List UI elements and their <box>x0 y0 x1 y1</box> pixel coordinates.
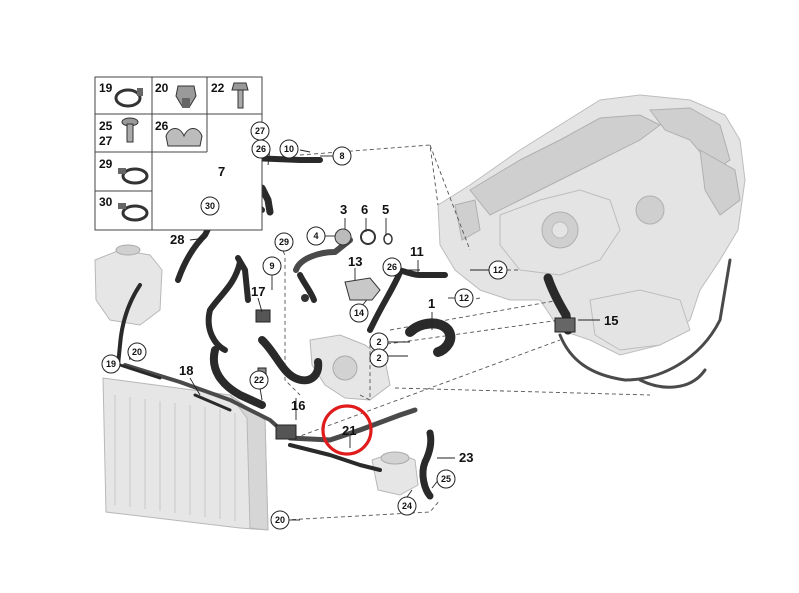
legend-cell-22: 22 <box>211 81 249 109</box>
highlight-circle <box>321 404 373 456</box>
callout-12b-text: 12 <box>459 293 469 303</box>
callout-26b-text: 26 <box>387 262 397 272</box>
callout-26b: 26 <box>382 257 402 277</box>
legend-cell-26: 26 <box>155 119 203 147</box>
callout-22: 22 <box>249 370 269 390</box>
legend-label-30: 30 <box>99 195 113 209</box>
parts-legend: 19 20 22 25 27 <box>94 76 263 231</box>
callout-20b-text: 20 <box>275 515 285 525</box>
callout-19-text: 19 <box>106 359 116 369</box>
label-18: 18 <box>179 363 193 378</box>
callout-8-text: 8 <box>339 151 344 161</box>
callout-27: 27 <box>250 121 270 141</box>
callout-2a: 2 <box>369 332 389 352</box>
hose-clamp-icon <box>118 167 149 185</box>
callout-9-text: 9 <box>269 261 274 271</box>
callout-4-text: 4 <box>313 231 318 241</box>
legend-label-26: 26 <box>155 119 169 133</box>
callout-20b: 20 <box>270 510 290 530</box>
label-11: 11 <box>410 244 424 259</box>
circled-callouts: 27 26 10 8 30 29 4 9 26 12 12 14 2 2 19 … <box>101 121 508 530</box>
label-28: 28 <box>170 232 184 247</box>
callout-19: 19 <box>101 354 121 374</box>
label-17: 17 <box>251 284 265 299</box>
label-23: 23 <box>459 450 473 465</box>
callout-29: 29 <box>274 232 294 252</box>
bolt-icon <box>231 82 249 109</box>
legend-cell-25-27: 25 27 <box>99 117 139 148</box>
label-15: 15 <box>604 313 618 328</box>
callout-14-text: 14 <box>354 308 364 318</box>
legend-cell-29: 29 <box>99 157 149 185</box>
engine-block <box>437 94 746 389</box>
callout-25-text: 25 <box>441 474 451 484</box>
callout-29-text: 29 <box>279 237 289 247</box>
hose-clamp-icon <box>118 203 149 222</box>
callout-8: 8 <box>332 146 352 166</box>
legend-label-19: 19 <box>99 81 113 95</box>
label-21: 21 <box>342 423 356 438</box>
callout-12b: 12 <box>454 288 474 308</box>
legend-label-20: 20 <box>155 81 169 95</box>
legend-cell-30: 30 <box>99 195 149 222</box>
callout-20-text: 20 <box>132 347 142 357</box>
callout-2b-text: 2 <box>376 353 381 363</box>
legend-label-25: 25 <box>99 119 113 133</box>
label-3: 3 <box>340 202 347 217</box>
callout-12a: 12 <box>488 260 508 280</box>
label-1: 1 <box>428 296 435 311</box>
bracket-clip-icon <box>165 128 203 147</box>
legend-label-27: 27 <box>99 134 113 148</box>
callout-9: 9 <box>262 256 282 276</box>
callout-2a-text: 2 <box>376 337 381 347</box>
callout-30: 30 <box>200 196 220 216</box>
label-7: 7 <box>218 164 225 179</box>
legend-label-29: 29 <box>99 157 113 171</box>
callout-26a-text: 26 <box>256 144 266 154</box>
callout-24: 24 <box>397 496 417 516</box>
screw-icon <box>121 117 139 143</box>
callout-25: 25 <box>436 469 456 489</box>
callout-10-text: 10 <box>284 144 294 154</box>
expansion-tank <box>94 244 163 326</box>
label-16: 16 <box>291 398 305 413</box>
plain-callouts: 7 28 3 6 5 13 11 1 15 17 18 16 21 23 <box>170 164 618 465</box>
aux-water-pump <box>371 451 419 496</box>
callout-27-text: 27 <box>255 126 265 136</box>
label-13: 13 <box>348 254 362 269</box>
callout-22-text: 22 <box>254 375 264 385</box>
callout-12a-text: 12 <box>493 265 503 275</box>
callout-20: 20 <box>127 342 147 362</box>
callout-30-text: 30 <box>205 201 215 211</box>
hoses <box>116 155 576 500</box>
callout-24-text: 24 <box>402 501 412 511</box>
radiator <box>102 377 269 531</box>
legend-label-22: 22 <box>211 81 225 95</box>
callout-2b: 2 <box>369 348 389 368</box>
spring-clip-icon <box>175 85 197 108</box>
callout-10: 10 <box>279 139 299 159</box>
hose-clamp-icon <box>114 88 143 108</box>
label-6: 6 <box>361 202 368 217</box>
legend-cell-20: 20 <box>155 81 197 108</box>
callout-26a: 26 <box>251 139 271 159</box>
label-5: 5 <box>382 202 389 217</box>
legend-cell-19: 19 <box>99 81 143 108</box>
callout-4: 4 <box>306 226 326 246</box>
callout-14: 14 <box>349 303 369 323</box>
